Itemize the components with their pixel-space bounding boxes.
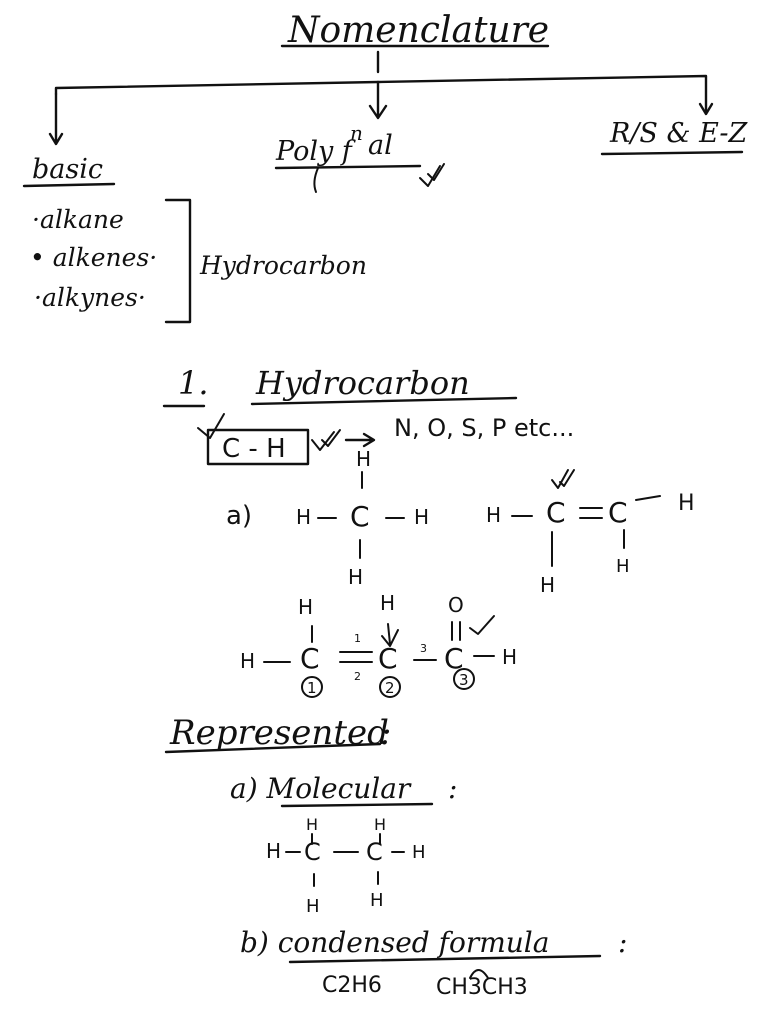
bond-number: 1 (354, 632, 361, 645)
atom-h: H (356, 447, 371, 471)
branch-poly-tail: al (368, 130, 393, 161)
atom-c: C (366, 838, 383, 866)
poly-descender (313, 167, 319, 193)
double-tick-icon (551, 469, 575, 489)
carbon-number: 3 (459, 671, 469, 689)
atom-c: C (378, 642, 398, 675)
double-bond (339, 651, 373, 663)
formula-ch3ch3: CH3CH3 (436, 975, 528, 1000)
rs-underline (600, 150, 744, 156)
atom-c: C (608, 496, 628, 529)
tick-icon (197, 413, 225, 439)
bond-line (635, 495, 661, 501)
atom-h: H (486, 503, 501, 527)
bond-box-text: C - H (222, 434, 286, 464)
atom-c: C (444, 642, 464, 675)
molecular-underline (280, 802, 434, 808)
atom-h: H (380, 591, 395, 615)
atom-c: C (300, 642, 320, 675)
part-a-label: a) (226, 501, 252, 531)
condensed-colon: : (618, 926, 627, 959)
carbon-number-circle (379, 676, 401, 698)
arrow-icon (344, 432, 376, 448)
arrow-to-rs (698, 102, 714, 116)
branch-rs-ez: R/S & E-Z (609, 118, 748, 149)
formula-c2h6: C2H6 (322, 973, 382, 998)
molecular-label: a) Molecular (230, 772, 412, 805)
atom-h: H (540, 573, 555, 597)
atom-o: O (448, 593, 464, 617)
list-bracket (164, 198, 192, 324)
carbon-number-circle (301, 676, 323, 698)
section-number: 1. (178, 364, 209, 402)
atom-h: H (414, 505, 429, 529)
atom-h: H (678, 491, 695, 516)
double-tick-icon (311, 429, 341, 451)
branch-poly-superscript: n (350, 121, 363, 145)
carbon-number: 2 (385, 679, 395, 697)
bond-line (381, 623, 399, 647)
bond-number: 2 (354, 670, 361, 683)
poly-underline (274, 164, 422, 170)
tree-branch-line (54, 74, 708, 114)
atom-h: H (306, 896, 320, 917)
double-tick-icon (419, 163, 445, 187)
list-item-alkane: ·alkane (32, 205, 124, 234)
atom-h: H (266, 839, 281, 863)
represented-heading: Represented (169, 713, 389, 753)
section-heading-underline (250, 396, 518, 406)
list-item-alkenes: • alkenes· (30, 243, 157, 272)
double-bond (451, 621, 461, 641)
atom-h: H (306, 815, 318, 834)
atom-h: H (502, 645, 517, 669)
double-bond (579, 507, 603, 519)
atom-h: H (616, 556, 630, 577)
condensed-label: b) condensed formula (240, 926, 549, 959)
arrow-to-basic (48, 92, 64, 146)
represented-colon: : (380, 713, 391, 753)
branch-basic: basic (32, 154, 103, 185)
atom-h: H (296, 505, 311, 529)
bond-number: 3 (420, 642, 427, 655)
list-item-alkynes: ·alkynes· (34, 283, 146, 312)
atom-h: H (374, 815, 386, 834)
heteroatom-text: N, O, S, P etc... (394, 414, 574, 442)
represented-underline (164, 742, 382, 754)
carbon-number-circle (453, 668, 475, 690)
basic-underline (22, 182, 116, 188)
section-heading: Hydrocarbon (255, 364, 470, 402)
arrow-to-poly (368, 80, 388, 120)
atom-h: H (240, 649, 255, 673)
tick-icon (469, 615, 495, 635)
molecular-colon: : (448, 772, 457, 805)
atom-c: C (546, 496, 566, 529)
branch-poly: Poly f (275, 136, 356, 167)
atom-h: H (412, 842, 426, 863)
atom-h: H (298, 595, 313, 619)
carbon-number: 1 (307, 679, 317, 697)
bond-arc-icon (469, 969, 489, 979)
hydrocarbon-group-label: Hydrocarbon (199, 251, 367, 280)
atom-h: H (370, 890, 384, 911)
atom-c: C (304, 838, 321, 866)
atom-h: H (348, 565, 363, 589)
atom-c: C (350, 500, 370, 533)
condensed-underline (288, 954, 602, 964)
bond-box (206, 428, 310, 466)
page-title: Nomenclature (287, 10, 549, 51)
